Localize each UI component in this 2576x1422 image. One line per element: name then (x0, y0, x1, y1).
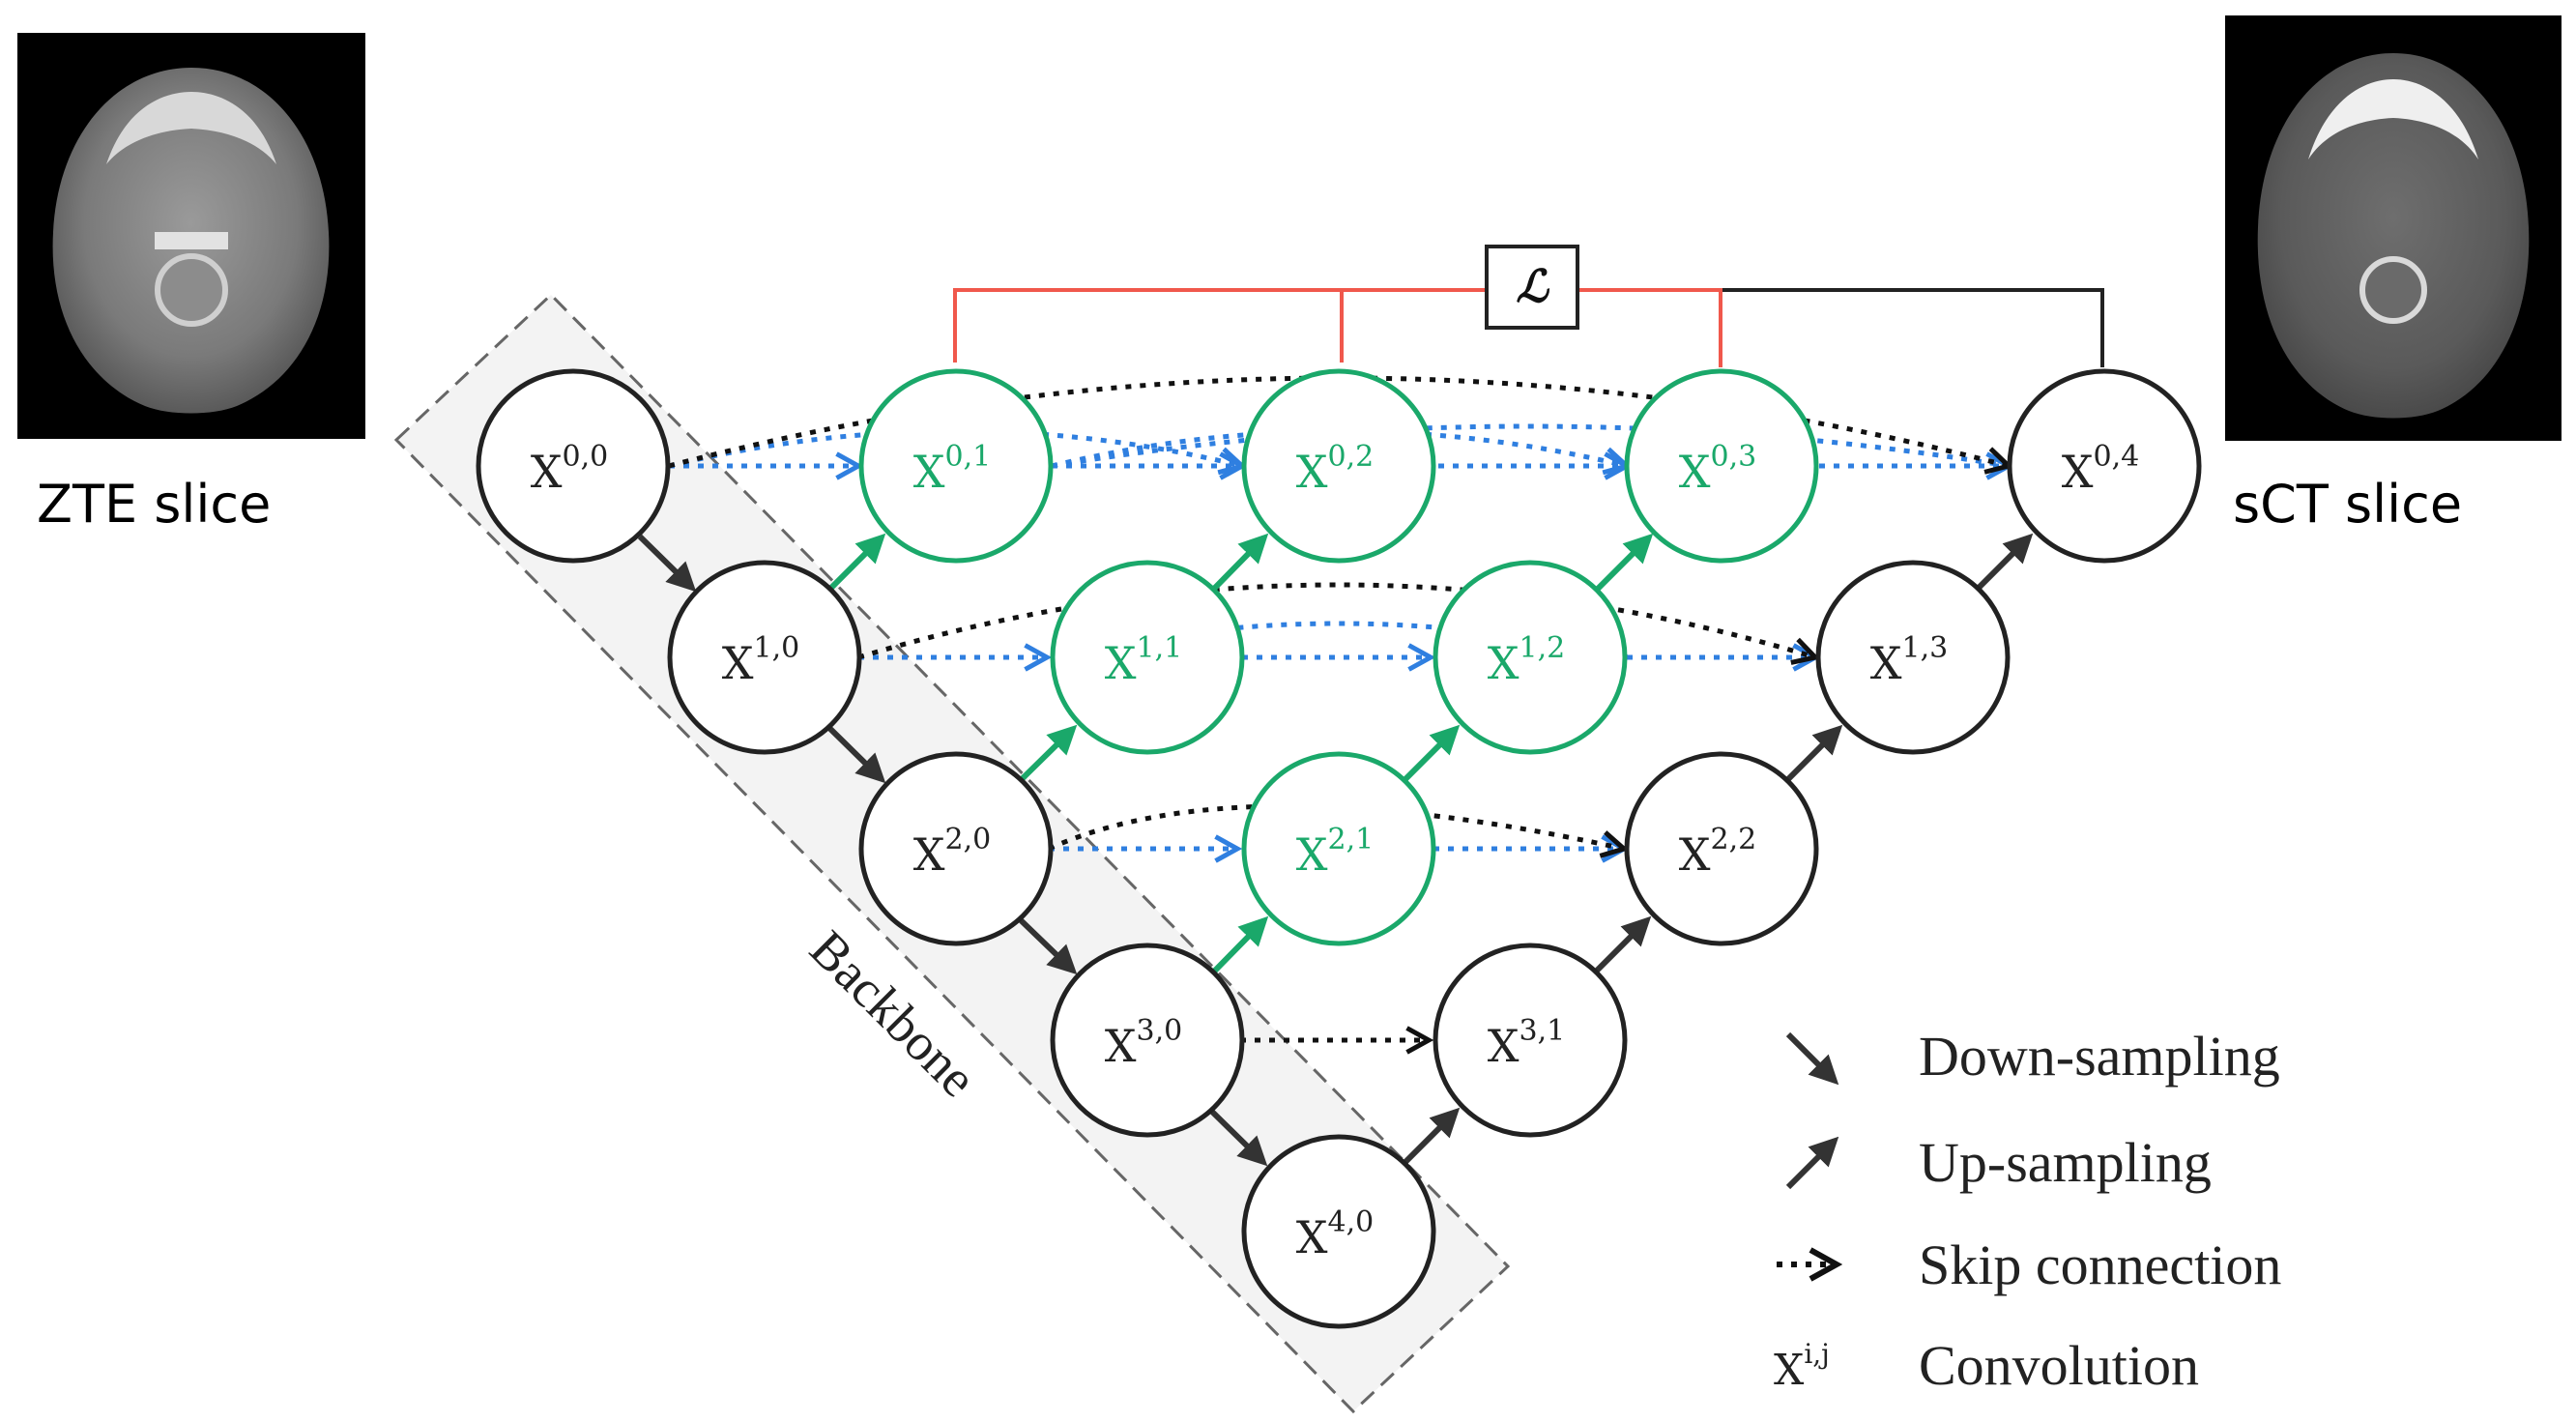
node-x-0-4: X0,4 (2007, 368, 2202, 564)
node-label: X3,0 (1105, 1014, 1182, 1072)
legend-item-convolution: Xi,j Convolution (1774, 1334, 2199, 1397)
up-arrow-icon (1785, 1136, 1839, 1190)
loss-symbol: ℒ (1516, 260, 1549, 312)
convolution-symbol: Xi,j (1774, 1338, 1830, 1395)
node-x-0-2: X0,2 (1241, 368, 1436, 564)
down-sampling-arrows (637, 534, 1268, 1167)
input-label: ZTE slice (37, 474, 271, 535)
node-x-2-1: X2,1 (1241, 751, 1436, 946)
down-arrow-icon (1785, 1031, 1839, 1086)
node-circle (1241, 1134, 1436, 1329)
node-x-2-2: X2,2 (1624, 751, 1819, 946)
node-circle (476, 368, 671, 564)
node-circle (858, 751, 1054, 946)
node-label: X3,1 (1488, 1014, 1565, 1072)
node-circle (667, 560, 862, 755)
node-x-0-3: X0,3 (1624, 368, 1819, 564)
node-circle (1624, 751, 1819, 946)
up-sampling-arrows-green (826, 533, 1654, 975)
loss-connections: ℒ (953, 245, 2104, 367)
output-label: sCT slice (2233, 474, 2462, 535)
legend: Down-sampling Up-sampling Skip connectio… (1774, 1025, 2281, 1397)
node-circle (858, 368, 1054, 564)
node-label: X0,4 (2062, 440, 2139, 498)
node-label: X2,2 (1679, 823, 1756, 881)
node-label: X4,0 (1296, 1205, 1374, 1263)
node-circle (1624, 368, 1819, 564)
legend-label-convolution: Convolution (1919, 1334, 2199, 1397)
node-circle (1241, 751, 1436, 946)
node-x-3-1: X3,1 (1433, 943, 1628, 1138)
node-label: X0,3 (1679, 440, 1756, 498)
node-x-1-2: X1,2 (1433, 560, 1628, 755)
node-circle (1433, 560, 1628, 755)
node-x-0-0: X0,0 (476, 368, 671, 564)
node-x-1-0: X1,0 (667, 560, 862, 755)
node-label: X1,2 (1488, 631, 1565, 689)
node-x-4-0: X4,0 (1241, 1134, 1436, 1329)
node-label: X0,1 (913, 440, 991, 498)
node-label: X1,0 (722, 631, 799, 689)
node-label: X1,3 (1870, 631, 1948, 689)
nodes-layer: X0,0X1,0X2,0X3,0X4,0 X0,1 X0,2 X0,3X1,1 X1,2… (476, 368, 2202, 1329)
sct-slice-image (2225, 15, 2562, 441)
node-x-1-3: X1,3 (1815, 560, 2011, 755)
legend-label-skip-connection: Skip connection (1919, 1233, 2281, 1296)
node-label: X2,0 (913, 823, 991, 881)
legend-label-up-sampling: Up-sampling (1919, 1131, 2212, 1194)
up-sampling-arrows-dark (1401, 533, 2034, 1167)
node-circle (1815, 560, 2011, 755)
node-x-0-1: X0,1 (858, 368, 1054, 564)
skip-connections-black (668, 375, 2009, 1040)
node-label: X2,1 (1296, 823, 1374, 881)
legend-item-up-sampling: Up-sampling (1785, 1131, 2212, 1194)
node-x-1-1: X1,1 (1050, 560, 1245, 755)
node-circle (1050, 560, 1245, 755)
node-circle (2007, 368, 2202, 564)
node-label: X0,2 (1296, 440, 1374, 498)
legend-label-down-sampling: Down-sampling (1919, 1025, 2280, 1088)
node-circle (1050, 943, 1245, 1138)
node-label: X0,0 (531, 440, 608, 498)
node-x-3-0: X3,0 (1050, 943, 1245, 1138)
node-circle (1241, 368, 1436, 564)
node-x-2-0: X2,0 (858, 751, 1054, 946)
node-circle (1433, 943, 1628, 1138)
node-label: X1,1 (1105, 631, 1182, 689)
legend-item-skip-connection: Skip connection (1777, 1233, 2281, 1296)
legend-item-down-sampling: Down-sampling (1785, 1025, 2280, 1088)
zte-slice-image (17, 33, 365, 439)
